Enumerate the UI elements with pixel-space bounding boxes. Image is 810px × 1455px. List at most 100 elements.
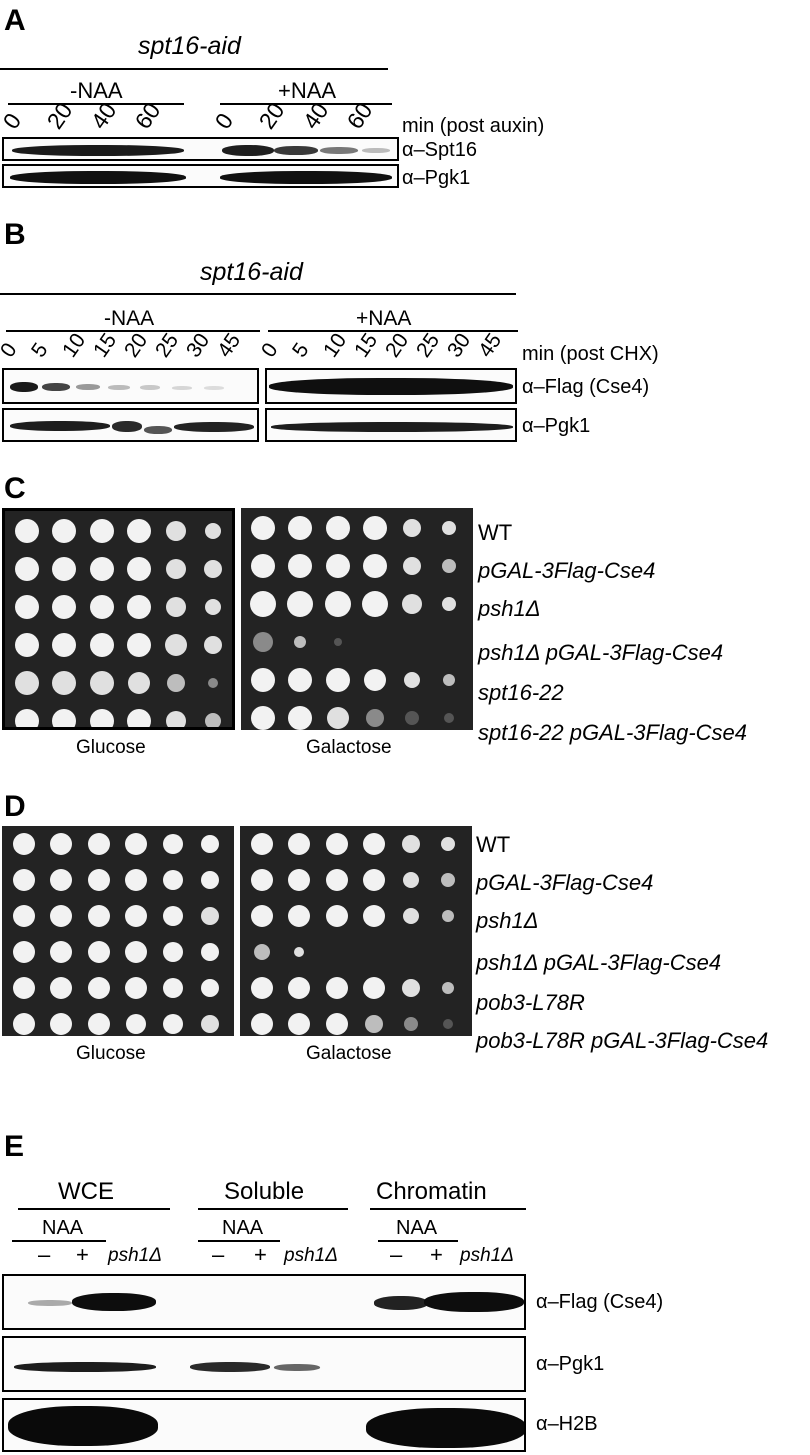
colony-spot	[50, 977, 72, 999]
colony-spot	[288, 833, 310, 855]
colony-spot	[127, 709, 151, 727]
colony-spot	[125, 977, 147, 999]
colony-spot	[204, 560, 222, 578]
colony-spot	[404, 672, 420, 688]
panel-d-strain-label: pob3-L78R	[476, 990, 585, 1015]
colony-spot	[163, 870, 183, 890]
colony-spot	[15, 595, 39, 619]
colony-spot	[52, 633, 76, 657]
panel-e-fraction-wce: WCE	[58, 1178, 114, 1205]
blot-band	[112, 421, 142, 432]
panel-a-lane-label: 0	[209, 108, 239, 134]
colony-spot	[294, 636, 306, 648]
colony-spot	[251, 833, 273, 855]
panel-a-group-line-minus	[8, 103, 184, 105]
colony-spot	[90, 595, 114, 619]
colony-spot	[363, 977, 385, 999]
blot-band	[222, 145, 274, 156]
panel-b-blot-flag-minus	[2, 368, 259, 404]
colony-spot	[13, 869, 35, 891]
colony-spot	[326, 516, 350, 540]
panel-c-strain-label: spt16-22 pGAL-3Flag-Cse4	[478, 720, 748, 745]
panel-d-strain-label: psh1Δ pGAL-3Flag-Cse4	[476, 950, 722, 975]
colony-spot	[363, 869, 385, 891]
colony-spot	[163, 834, 183, 854]
blot-band	[172, 386, 192, 390]
colony-spot	[251, 1013, 273, 1035]
colony-spot	[402, 594, 422, 614]
colony-spot	[288, 1013, 310, 1035]
colony-spot	[404, 1017, 418, 1031]
colony-spot	[403, 908, 419, 924]
colony-spot	[201, 835, 219, 853]
blot-band	[366, 1408, 524, 1448]
panel-b-blot-pgk1-minus	[2, 408, 259, 442]
colony-spot	[201, 943, 219, 961]
blot-band	[8, 1406, 158, 1446]
panel-d-galactose-plate	[240, 826, 472, 1036]
colony-spot	[166, 711, 186, 727]
panel-b-lane-label: 5	[26, 338, 53, 362]
colony-spot	[326, 905, 348, 927]
panel-e-blot-h2b	[2, 1398, 526, 1452]
colony-spot	[251, 905, 273, 927]
panel-b-lane-label: 10	[57, 329, 91, 362]
colony-spot	[88, 905, 110, 927]
panel-b-group-line-minus	[6, 330, 260, 332]
panel-a-letter: A	[4, 4, 26, 37]
panel-b-letter: B	[4, 218, 26, 251]
colony-spot	[208, 678, 218, 688]
colony-spot	[201, 871, 219, 889]
colony-spot	[88, 941, 110, 963]
panel-b-strain-line	[0, 293, 516, 295]
panel-a-ab-pgk1: α–Pgk1	[402, 167, 471, 189]
colony-spot	[326, 554, 350, 578]
panel-e-lane-psh1: psh1Δ	[284, 1245, 338, 1266]
colony-spot	[403, 872, 419, 888]
colony-spot	[444, 713, 454, 723]
colony-spot	[442, 597, 456, 611]
colony-spot	[52, 671, 76, 695]
panel-b-group-line-plus	[268, 330, 518, 332]
panel-b-group-minus: -NAA	[104, 307, 155, 330]
colony-spot	[363, 516, 387, 540]
colony-spot	[441, 873, 455, 887]
colony-spot	[205, 599, 221, 615]
colony-spot	[363, 554, 387, 578]
colony-spot	[288, 706, 312, 730]
panel-c-glucose-label: Glucose	[76, 737, 146, 758]
blot-band	[12, 145, 184, 156]
colony-spot	[127, 633, 151, 657]
panel-e-lane-psh1: psh1Δ	[460, 1245, 514, 1266]
colony-spot	[251, 668, 275, 692]
colony-spot	[251, 516, 275, 540]
colony-spot	[205, 523, 221, 539]
colony-spot	[128, 672, 150, 694]
colony-spot	[163, 942, 183, 962]
panel-a-strain-line	[0, 68, 388, 70]
colony-spot	[442, 982, 454, 994]
panel-b-units: min (post CHX)	[522, 343, 659, 365]
colony-spot	[52, 709, 76, 727]
panel-e-letter: E	[4, 1130, 25, 1163]
colony-spot	[288, 668, 312, 692]
panel-a-blot-pgk1	[2, 164, 399, 188]
colony-spot	[88, 977, 110, 999]
colony-spot	[204, 636, 222, 654]
panel-e-lane-psh1: psh1Δ	[108, 1245, 162, 1266]
colony-spot	[13, 905, 35, 927]
panel-c-strain-label: pGAL-3Flag-Cse4	[478, 558, 656, 583]
panel-d-strain-label: psh1Δ	[476, 908, 539, 933]
panel-e-treatment: NAA	[222, 1217, 264, 1239]
panel-b-lane-label: 15	[349, 329, 383, 362]
colony-spot	[288, 869, 310, 891]
colony-spot	[125, 869, 147, 891]
colony-spot	[402, 979, 420, 997]
panel-e-lane-plus: +	[76, 1242, 89, 1267]
panel-a-group-line-plus	[220, 103, 392, 105]
colony-spot	[250, 591, 276, 617]
panel-c-letter: C	[4, 472, 26, 505]
panel-d-strain-label: pob3-L78R pGAL-3Flag-Cse4	[476, 1028, 769, 1053]
colony-spot	[125, 941, 147, 963]
panel-e-treatment-line	[378, 1240, 458, 1242]
